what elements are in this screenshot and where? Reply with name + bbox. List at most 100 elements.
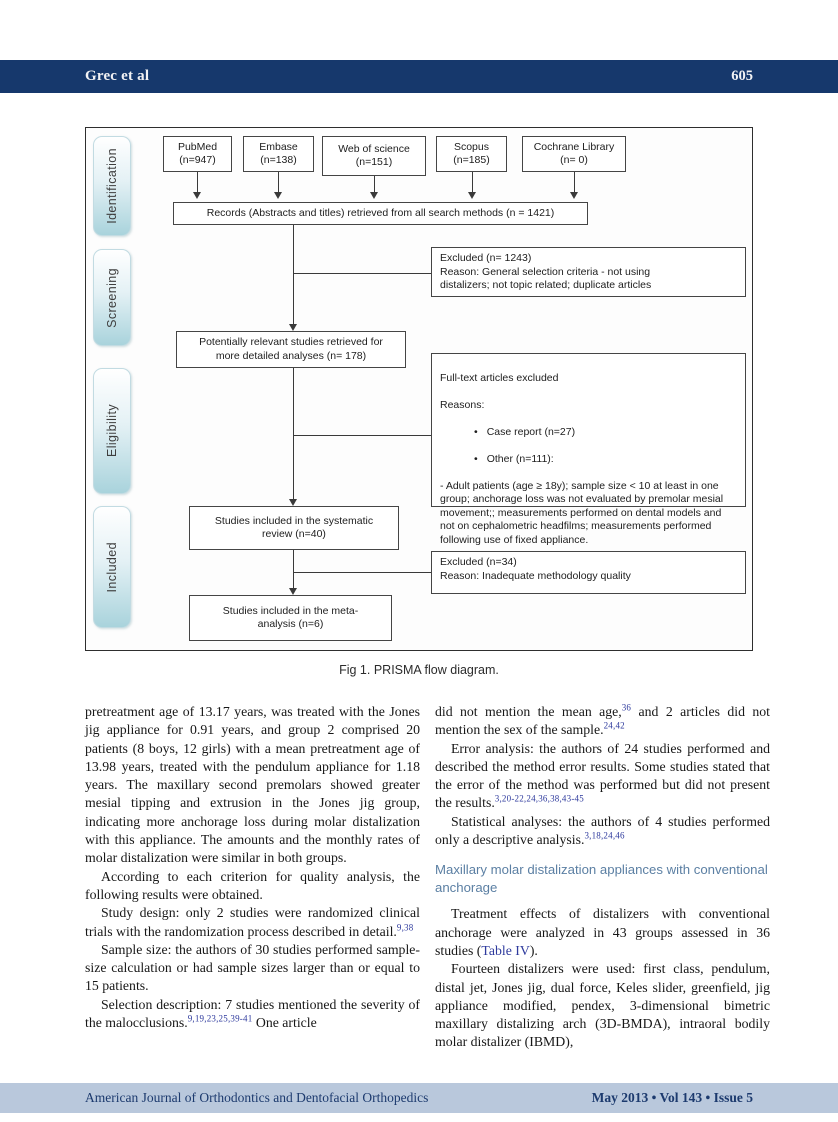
body-text: Error analysis: the authors of 24 studie… (435, 740, 770, 811)
reference-link[interactable]: 9,38 (396, 921, 414, 932)
body-text: and 2 articles did not mention the sex o… (435, 704, 770, 738)
right-column: did not mention the mean age,36 and 2 ar… (435, 703, 770, 1052)
page-number: 605 (731, 68, 753, 84)
reference-link[interactable]: 36 (621, 702, 632, 713)
reference-link[interactable]: 24,42 (603, 720, 625, 731)
flow-line (293, 435, 431, 437)
paragraph: Sample size: the authors of 30 studies p… (85, 941, 420, 996)
fulltext-bullet: Other (n=111): (440, 453, 737, 467)
issue-info: May 2013 • Vol 143 • Issue 5 (591, 1090, 753, 1105)
records-box: Records (Abstracts and titles) retrieved… (173, 202, 588, 225)
figure-caption-label: Fig 1. (339, 663, 371, 677)
excluded-screening-text: Excluded (n= 1243) Reason: General selec… (440, 252, 652, 291)
body-text: One article (252, 1015, 317, 1031)
flow-line (574, 172, 576, 192)
article-body: pretreatment age of 13.17 years, was tre… (85, 703, 770, 1052)
fulltext-excluded-box: Full-text articles excluded Reasons: Cas… (431, 353, 746, 546)
excluded-screening-box: Excluded (n= 1243) Reason: General selec… (431, 247, 746, 297)
relevant-studies-text: Potentially relevant studies retrieved f… (199, 336, 383, 362)
stage-label: Identification (105, 148, 119, 224)
arrow-down-icon (468, 192, 476, 199)
paragraph: Study design: only 2 studies were random… (85, 904, 420, 941)
flow-line (472, 172, 474, 192)
stage-tab-screening: Screening (93, 249, 131, 346)
arrow-down-icon (570, 192, 578, 199)
relevant-studies-box: Potentially relevant studies retrieved f… (176, 331, 406, 368)
reference-link[interactable]: 3,20-22,24,36,38,43-45 (494, 793, 584, 804)
excluded-quality-box: Excluded (n=34) Reason: Inadequate metho… (431, 551, 746, 594)
stage-tab-included: Included (93, 506, 131, 628)
source-name: Web of science (338, 142, 410, 155)
arrow-down-icon (289, 499, 297, 506)
running-header-bar: Grec et al 605 (0, 60, 838, 93)
paragraph: Error analysis: the authors of 24 studie… (435, 740, 770, 813)
source-box-pubmed: PubMed(n=947) (163, 136, 232, 172)
source-count: (n=151) (355, 156, 393, 168)
source-count: (n=185) (453, 154, 490, 166)
flow-line (278, 172, 280, 192)
source-box-scopus: Scopus(n=185) (436, 136, 507, 172)
flow-line (293, 572, 431, 574)
arrow-down-icon (289, 588, 297, 595)
records-text: Records (Abstracts and titles) retrieved… (206, 206, 555, 219)
stage-tab-identification: Identification (93, 136, 131, 236)
source-name: Cochrane Library (533, 140, 615, 153)
meta-analysis-text: Studies included in the meta- analysis (… (222, 604, 359, 631)
body-text: Fourteen distalizers were used: first cl… (435, 961, 770, 1050)
body-text: Statistical analyses: the authors of 4 s… (435, 813, 770, 848)
flow-line (293, 550, 295, 588)
body-text: Study design: only 2 studies were random… (85, 905, 420, 939)
paragraph: did not mention the mean age,36 and 2 ar… (435, 703, 770, 740)
arrow-down-icon (193, 192, 201, 199)
arrow-down-icon (274, 192, 282, 199)
source-count: (n= 0) (560, 154, 588, 166)
running-author: Grec et al (85, 68, 150, 84)
paragraph: Statistical analyses: the authors of 4 s… (435, 813, 770, 850)
reference-link[interactable]: 3,18,24,46 (584, 830, 625, 841)
paragraph: Fourteen distalizers were used: first cl… (435, 960, 770, 1051)
paragraph: Treatment effects of distalizers with co… (435, 905, 770, 960)
stage-label: Included (105, 541, 119, 593)
source-box-embase: Embase(n=138) (243, 136, 314, 172)
stage-tab-eligibility: Eligibility (93, 368, 131, 494)
body-text: Treatment effects of distalizers with co… (435, 906, 770, 958)
body-text: ). (529, 942, 538, 958)
figure-caption-text: PRISMA flow diagram. (373, 663, 499, 677)
fulltext-bullet: Case report (n=27) (440, 426, 737, 440)
paragraph: Selection description: 7 studies mention… (85, 996, 420, 1033)
body-text: Sample size: the authors of 30 studies p… (85, 941, 420, 994)
body-text: According to each criterion for quality … (85, 868, 420, 902)
paragraph: pretreatment age of 13.17 years, was tre… (85, 703, 420, 868)
fulltext-note: - Adult patients (age ≥ 18y); sample siz… (440, 479, 724, 546)
source-count: (n=947) (179, 154, 216, 166)
source-box-cochrane: Cochrane Library(n= 0) (522, 136, 626, 172)
flow-line (293, 225, 295, 324)
flow-line (197, 172, 199, 192)
table-iv-link[interactable]: Table IV (481, 942, 530, 958)
prisma-flow-diagram: Identification Screening Eligibility Inc… (85, 127, 753, 651)
body-text: pretreatment age of 13.17 years, was tre… (85, 704, 420, 866)
source-name: Embase (259, 140, 298, 153)
excluded-quality-text: Excluded (n=34) Reason: Inadequate metho… (440, 556, 631, 582)
flow-line (374, 176, 376, 192)
reference-link[interactable]: 9,19,23,25,39-41 (187, 1013, 253, 1024)
fulltext-excluded-title: Full-text articles excluded (440, 371, 559, 384)
flow-line (293, 273, 431, 275)
meta-analysis-box: Studies included in the meta- analysis (… (189, 595, 392, 641)
flow-line (293, 368, 295, 499)
systematic-review-box: Studies included in the systematic revie… (189, 506, 399, 550)
arrow-down-icon (289, 324, 297, 331)
source-name: Scopus (453, 140, 489, 153)
fulltext-reasons-label: Reasons: (440, 398, 485, 411)
source-box-web-of-science: Web of science(n=151) (322, 136, 426, 176)
source-name: PubMed (177, 140, 218, 153)
journal-footer-bar: American Journal of Orthodontics and Den… (0, 1083, 838, 1113)
body-text: Selection description: 7 studies mention… (85, 996, 420, 1031)
left-column: pretreatment age of 13.17 years, was tre… (85, 703, 420, 1052)
stage-label: Screening (105, 267, 119, 328)
stage-label: Eligibility (105, 404, 119, 458)
body-text: did not mention the mean age, (435, 704, 622, 719)
source-count: (n=138) (260, 154, 297, 166)
paragraph: According to each criterion for quality … (85, 868, 420, 905)
section-heading: Maxillary molar distalization appliances… (435, 862, 768, 895)
